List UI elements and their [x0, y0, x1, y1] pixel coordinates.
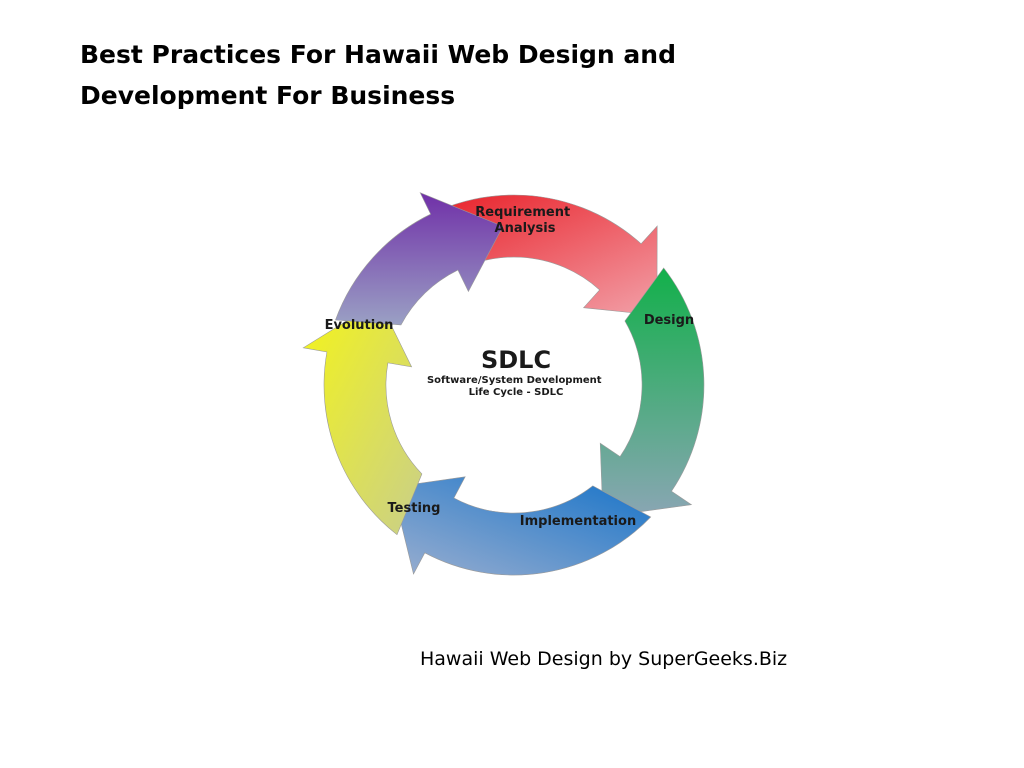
requirement-label-line-2: Analysis: [495, 221, 556, 236]
slide-caption: Hawaii Web Design by SuperGeeks.Biz: [420, 648, 788, 670]
sdlc-center-subtitle-line-2: Life Cycle - SDLC: [469, 387, 564, 398]
evolution-arrow: [335, 192, 504, 326]
implementation-arrow: [391, 476, 652, 576]
slide-title: Best Practices For Hawaii Web Design and…: [80, 34, 720, 116]
requirement-label-line-1: Requirement: [475, 205, 570, 220]
requirement-label: Requirement Analysis: [475, 205, 574, 236]
implementation-label: Implementation: [520, 514, 636, 529]
design-arrow: [599, 267, 705, 518]
cycle-ring: [302, 192, 705, 576]
slide-title-line-2: Development For Business: [80, 81, 456, 110]
evolution-label: Evolution: [325, 318, 394, 333]
sdlc-center-subtitle-line-1: Software/System Development: [427, 375, 602, 386]
testing-arrow: [302, 300, 423, 536]
slide-title-line-1: Best Practices For Hawaii Web Design and: [80, 40, 676, 69]
sdlc-center-subtitle: Software/System Development Life Cycle -…: [427, 375, 605, 398]
sdlc-center-title: SDLC: [481, 346, 551, 374]
design-label: Design: [644, 313, 694, 328]
sdlc-cycle-diagram: Requirement Analysis Design Implementati…: [302, 192, 705, 576]
testing-label: Testing: [388, 501, 441, 516]
